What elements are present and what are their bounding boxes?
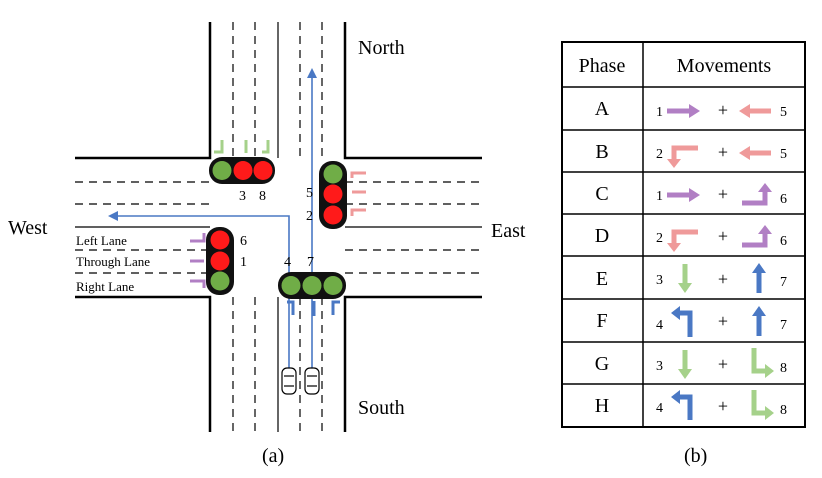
movement-number: 4 (656, 318, 663, 333)
plus-sign: + (718, 354, 728, 374)
phase-label: C (595, 183, 608, 205)
movement-number: 4 (656, 401, 663, 416)
movement-number: 1 (656, 105, 663, 120)
phase-label: A (595, 98, 610, 120)
movement-number: 2 (656, 147, 663, 162)
table-row: C 1 + 6 (595, 183, 787, 207)
road-edge-nw (75, 22, 212, 160)
movement-8-arrow-icon (751, 390, 774, 420)
movement-number: 7 (780, 318, 787, 333)
table-row: F 4 + 7 (596, 306, 787, 337)
south-signal (278, 272, 346, 299)
movement-number: 7 (780, 275, 787, 290)
car-icon (281, 367, 297, 395)
left-turn-path (108, 211, 290, 378)
movement-3-arrow-icon (678, 350, 692, 379)
north-lane-arrows (214, 140, 270, 154)
road-edge-se (343, 295, 482, 432)
caption-b: (b) (684, 445, 707, 467)
movement-number: 5 (780, 105, 787, 120)
movement-8-arrow-icon (751, 348, 774, 378)
table-header-movements: Movements (677, 55, 772, 77)
road-edge-sw (75, 295, 212, 432)
movement-3-arrow-icon (678, 264, 692, 293)
direction-west: West (8, 217, 48, 239)
movement-number: 6 (780, 234, 787, 249)
movement-4-arrow-icon (671, 390, 693, 420)
plus-sign: + (718, 311, 728, 331)
south-lane-arrows (287, 300, 340, 316)
road-edge-ne (343, 22, 482, 160)
caption-a: (a) (262, 445, 284, 467)
movement-number: 1 (656, 189, 663, 204)
movement-6-arrow-icon (742, 225, 772, 248)
west-signal (206, 227, 234, 295)
north-signal (209, 157, 275, 184)
lane-label-left: Left Lane (76, 233, 127, 248)
east-signal (319, 161, 347, 229)
movement-number: 8 (780, 403, 787, 418)
table-row: G 3 + 8 (595, 348, 787, 379)
vehicle-paths (108, 68, 317, 378)
plus-sign: + (718, 142, 728, 162)
movement-2-arrow-icon (667, 145, 698, 168)
phase-label: E (596, 268, 608, 290)
west-lane-arrows (190, 233, 206, 288)
intersection-diagram: North South East West Left Lane Through … (8, 22, 526, 467)
table-row: B 2 + 5 (595, 141, 787, 168)
direction-south: South (358, 397, 405, 419)
movement-number: 8 (780, 361, 787, 376)
table-row: H 4 + 8 (595, 390, 787, 420)
movement-5-arrow-icon (739, 146, 771, 160)
movement-number: 3 (656, 273, 663, 288)
movement-6-arrow-icon (742, 183, 772, 206)
table-row: D 2 + 6 (595, 225, 787, 252)
east-lane-arrows (350, 171, 366, 216)
movement-4-arrow-icon (671, 306, 693, 337)
phase-label: G (595, 353, 609, 375)
lane-label-through: Through Lane (76, 254, 150, 269)
phase-label: F (596, 310, 607, 332)
signal-number-1: 1 (240, 255, 247, 270)
table-row-lines (562, 86, 805, 385)
phase-table: Phase Movements A 1 + 5 B 2 (561, 41, 806, 467)
plus-sign: + (718, 396, 728, 416)
signal-number-8: 8 (259, 189, 266, 204)
movement-number: 3 (656, 359, 663, 374)
car-icon (304, 367, 320, 395)
direction-east: East (491, 220, 526, 242)
lane-label-right: Right Lane (76, 279, 134, 294)
lane-markings (75, 22, 482, 432)
signal-number-5: 5 (306, 186, 313, 201)
movement-5-arrow-icon (739, 104, 771, 118)
movement-7-arrow-icon (752, 263, 766, 293)
movement-1-arrow-icon (667, 188, 700, 202)
plus-sign: + (718, 226, 728, 246)
movement-2-arrow-icon (667, 229, 698, 252)
table-header-phase: Phase (579, 55, 626, 77)
phase-label: D (595, 225, 609, 247)
road-edges (75, 22, 482, 432)
table-row: E 3 + 7 (596, 263, 787, 293)
signal-number-7: 7 (307, 255, 314, 270)
signal-number-6: 6 (240, 234, 247, 249)
signal-number-2: 2 (306, 209, 313, 224)
direction-north: North (358, 37, 405, 59)
movement-number: 6 (780, 192, 787, 207)
plus-sign: + (718, 184, 728, 204)
phase-label: B (595, 141, 608, 163)
movement-1-arrow-icon (667, 104, 700, 118)
signal-number-3: 3 (239, 189, 246, 204)
movement-7-arrow-icon (752, 306, 766, 336)
movement-number: 5 (780, 147, 787, 162)
plus-sign: + (718, 100, 728, 120)
phase-label: H (595, 395, 609, 417)
movement-number: 2 (656, 231, 663, 246)
signal-number-4: 4 (284, 255, 291, 270)
plus-sign: + (718, 269, 728, 289)
table-row: A 1 + 5 (595, 98, 787, 120)
